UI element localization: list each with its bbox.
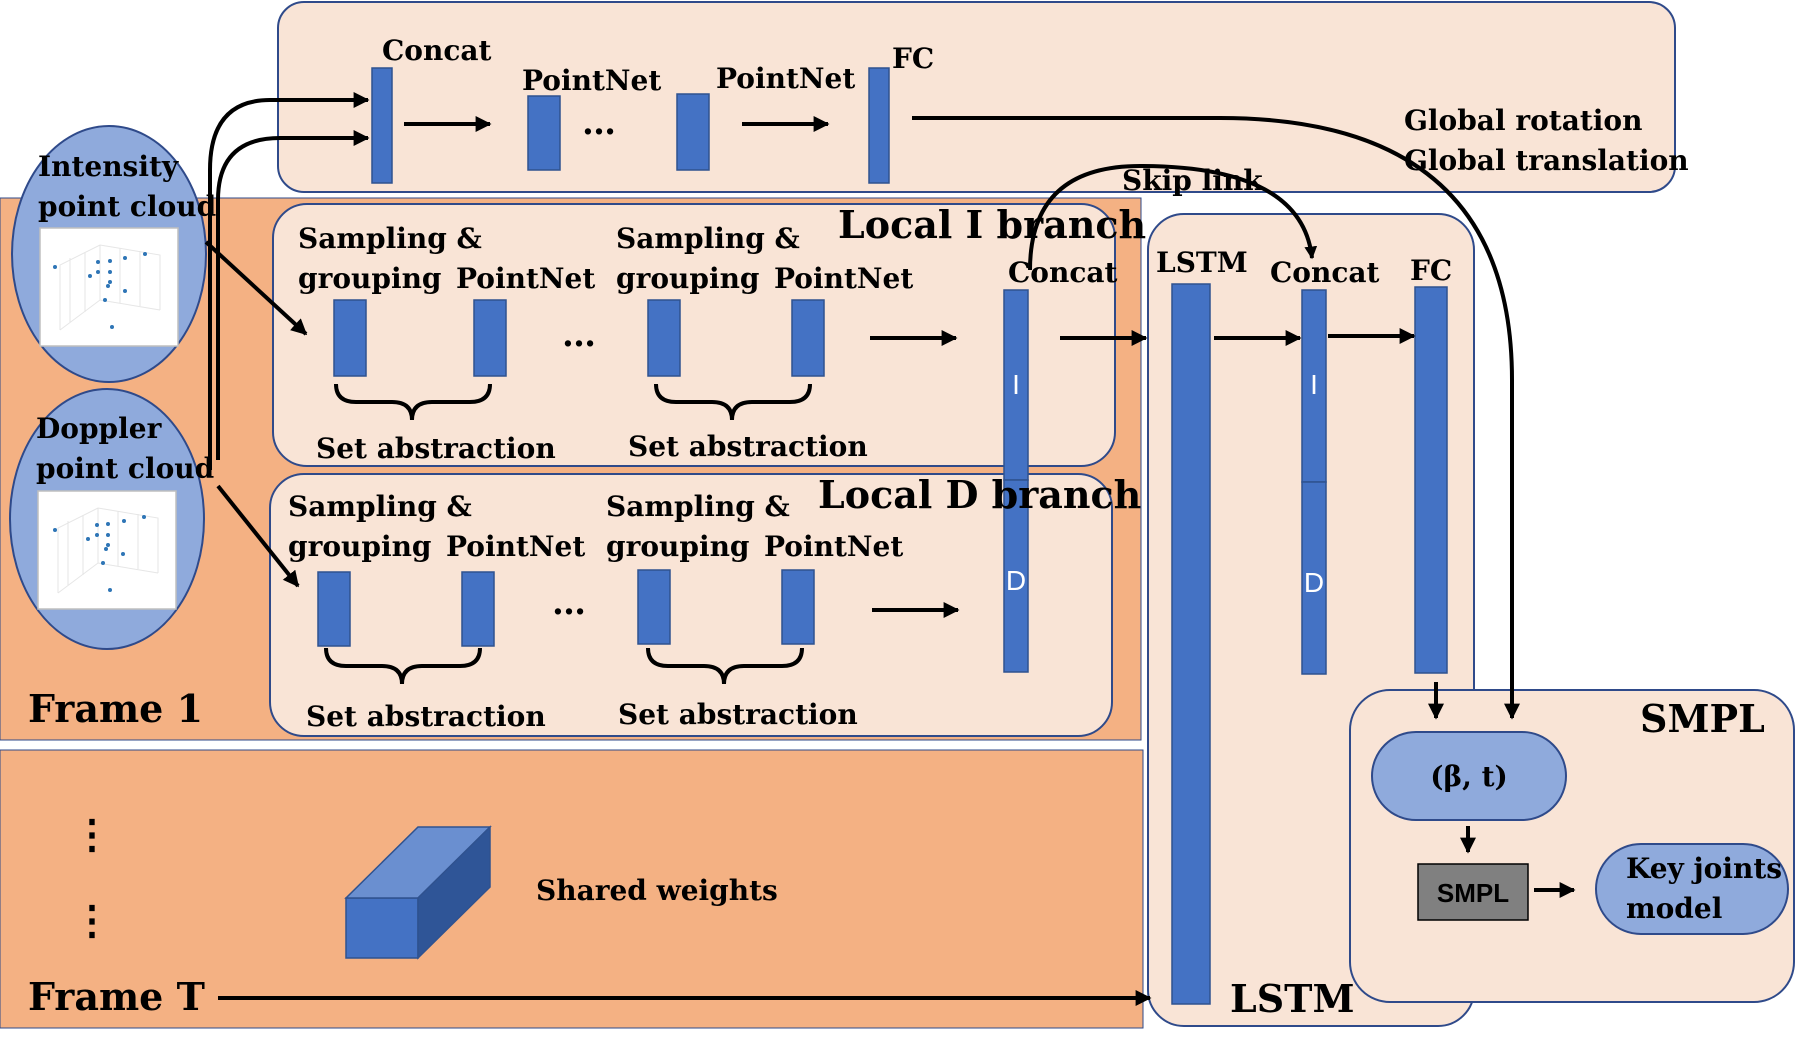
global-pointnet-2-label: PointNet <box>716 62 855 95</box>
smpl-panel-title: SMPL <box>1640 696 1765 741</box>
local-concat-letter-i: I <box>1012 369 1020 400</box>
lstm-concat-d-block <box>1301 481 1327 675</box>
local-d-sampling-1-block <box>317 571 351 647</box>
doppler-label-line-1: Doppler <box>36 412 163 445</box>
vertical-dots-2: ⋮ <box>72 897 112 944</box>
lstm-block <box>1171 283 1211 1005</box>
vertical-dots-1: ⋮ <box>72 811 112 858</box>
global-ellipsis: … <box>582 103 616 143</box>
global-concat-label: Concat <box>382 34 492 67</box>
local-d-sampling-1a: Sampling & <box>288 490 472 523</box>
intensity-label-line-2: point cloud <box>38 190 216 223</box>
lstm-concat-label: Concat <box>1270 256 1380 289</box>
local-i-pointnet-1: PointNet <box>456 262 595 295</box>
local-i-sampling-2b: grouping <box>616 262 760 295</box>
local-i-ellipsis: … <box>562 315 596 355</box>
lstm-footer-label: LSTM <box>1230 976 1355 1021</box>
arrow-global-fc-to-smpl <box>912 116 1520 720</box>
lstm-letter-d: D <box>1304 567 1324 598</box>
local-d-set-abstraction-2: Set abstraction <box>618 698 858 731</box>
local-d-brace-1 <box>324 647 482 685</box>
local-concat-d-block <box>1003 479 1029 673</box>
arrow-trunk-to-concat-top <box>208 92 370 470</box>
braces <box>324 383 812 685</box>
local-d-ellipsis: … <box>552 583 586 623</box>
skip-link-label: Skip link <box>1122 164 1263 197</box>
arrow-doppler-to-local-d <box>216 484 300 588</box>
arrow-skip-link <box>1028 163 1318 271</box>
key-joints-line-1: Key joints <box>1626 852 1782 885</box>
local-d-sampling-2a: Sampling & <box>606 490 790 523</box>
local-i-brace-1 <box>334 383 492 421</box>
local-i-pointnet-2: PointNet <box>774 262 913 295</box>
local-i-sampling-2-block <box>647 299 681 377</box>
local-d-pointnet-1-block <box>461 571 495 647</box>
local-d-set-abstraction-1: Set abstraction <box>306 700 546 733</box>
lstm-fc-block <box>1414 286 1448 674</box>
local-d-sampling-2b: grouping <box>606 530 750 563</box>
frame-1-label: Frame 1 <box>28 686 203 731</box>
global-fc-label: FC <box>892 42 934 75</box>
global-branch-panel <box>277 1 1676 193</box>
local-d-sampling-2-block <box>637 569 671 645</box>
local-i-sampling-1-block <box>333 299 367 377</box>
global-fc-block <box>868 67 890 184</box>
shared-weights-label: Shared weights <box>536 874 778 907</box>
local-d-pointnet-2-block <box>781 569 815 645</box>
local-i-pointnet-1-block <box>473 299 507 377</box>
doppler-label-line-2: point cloud <box>36 452 214 485</box>
shared-weights-cuboid <box>344 825 492 960</box>
arrow-trunk-to-concat-bottom <box>216 130 370 460</box>
intensity-label-line-1: Intensity <box>38 150 179 183</box>
local-i-concat-label: Concat <box>1008 256 1118 289</box>
local-d-pointnet-2: PointNet <box>764 530 903 563</box>
global-pointnet-1-label: PointNet <box>522 64 661 97</box>
local-d-sampling-1b: grouping <box>288 530 432 563</box>
arrow-intensity-to-local-i <box>204 240 308 336</box>
local-i-title: Local I branch <box>838 202 1146 247</box>
intensity-point-cloud-thumbnail <box>39 227 179 347</box>
local-i-set-abstraction-1: Set abstraction <box>316 432 556 465</box>
lstm-fc-label: FC <box>1410 254 1452 287</box>
local-i-brace-2 <box>654 383 812 421</box>
local-i-sampling-1b: grouping <box>298 262 442 295</box>
local-i-sampling-1a: Sampling & <box>298 222 482 255</box>
smpl-params-pill <box>1371 731 1567 821</box>
local-d-title: Local D branch <box>818 472 1141 517</box>
global-concat-block <box>371 67 393 184</box>
key-joints-line-2: model <box>1626 892 1722 925</box>
global-pointnet-1-block <box>527 95 561 171</box>
local-i-sampling-2a: Sampling & <box>616 222 800 255</box>
lstm-letter-i: I <box>1310 369 1318 400</box>
local-i-pointnet-2-block <box>791 299 825 377</box>
local-d-pointnet-1: PointNet <box>446 530 585 563</box>
smpl-model-box <box>1417 863 1529 921</box>
local-concat-letter-d: D <box>1006 565 1026 596</box>
local-concat-i-block <box>1003 289 1029 481</box>
local-d-brace-2 <box>646 647 804 685</box>
global-output-line-1: Global rotation <box>1404 104 1642 137</box>
global-output-line-2: Global translation <box>1404 144 1689 177</box>
smpl-params-label: (β, t) <box>1430 760 1508 793</box>
global-pointnet-2-block <box>676 93 710 171</box>
frame-t-background <box>0 749 1144 1029</box>
key-joints-pill <box>1595 843 1789 935</box>
local-d-branch-panel <box>269 473 1113 737</box>
lstm-header-label: LSTM <box>1156 246 1248 279</box>
frame-t-label: Frame T <box>28 974 205 1019</box>
doppler-point-cloud-thumbnail <box>37 490 177 610</box>
local-i-set-abstraction-2: Set abstraction <box>628 430 868 463</box>
smpl-box-label: SMPL <box>1437 878 1509 908</box>
